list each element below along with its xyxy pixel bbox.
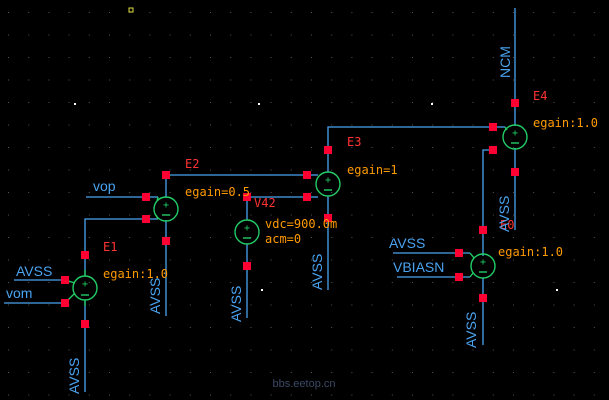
e0-source-symbol[interactable]: +: [469, 252, 496, 279]
net-label-vbiasn[interactable]: VBIASN: [393, 259, 444, 275]
e3-name[interactable]: E3: [347, 135, 361, 149]
pin-19[interactable]: [455, 273, 463, 281]
pin-18[interactable]: [455, 249, 463, 257]
pin-11[interactable]: [303, 193, 311, 201]
pin-17[interactable]: [511, 168, 519, 176]
pin-4[interactable]: [142, 193, 150, 201]
e1-param[interactable]: egain:1.0: [103, 267, 168, 281]
pin-6[interactable]: [162, 171, 170, 179]
instance-labels: E1 egain:1.0 E2 egain=0.5 V42 vdc=900.0m…: [103, 89, 598, 281]
v42-param-vdc[interactable]: vdc=900.0m: [265, 217, 337, 231]
net-label-avss-e1-bottom[interactable]: AVSS: [66, 358, 82, 394]
svg-text:+: +: [244, 223, 250, 234]
e0-name[interactable]: E0: [500, 218, 514, 232]
pin-9[interactable]: [243, 262, 251, 270]
pin-20[interactable]: [479, 226, 487, 234]
e3-source-symbol[interactable]: +: [315, 171, 341, 197]
pin-8[interactable]: [243, 193, 251, 201]
wire-e1-to-e2[interactable]: [84, 218, 146, 255]
wire-e3-to-e4[interactable]: [327, 126, 493, 150]
pin-10[interactable]: [303, 171, 311, 179]
pin-3[interactable]: [81, 320, 89, 328]
pin-14[interactable]: [489, 123, 497, 131]
v42-source-symbol[interactable]: +: [234, 219, 260, 245]
e4-source-symbol[interactable]: +: [502, 124, 528, 150]
net-label-avss-e3[interactable]: AVSS: [309, 254, 325, 290]
e4-param[interactable]: egain:1.0: [533, 116, 598, 130]
pin-21[interactable]: [479, 294, 487, 302]
pin-2[interactable]: [81, 251, 89, 259]
svg-text:+: +: [325, 175, 331, 186]
e1-source-symbol[interactable]: +: [64, 270, 98, 306]
v42-name[interactable]: V42: [254, 196, 276, 210]
svg-text:+: +: [480, 257, 486, 268]
e2-name[interactable]: E2: [185, 157, 199, 171]
pin-7[interactable]: [162, 237, 170, 245]
e1-name[interactable]: E1: [103, 240, 117, 254]
pin-1[interactable]: [61, 299, 69, 307]
e4-name[interactable]: E4: [533, 89, 547, 103]
e2-param[interactable]: egain=0.5: [185, 185, 250, 199]
net-label-ncm[interactable]: NCM: [497, 46, 513, 78]
e2-source-symbol[interactable]: +: [153, 196, 179, 222]
net-label-avss-e0[interactable]: AVSS: [389, 235, 425, 251]
pin-12[interactable]: [324, 146, 332, 154]
origin-marker: [128, 7, 134, 13]
net-labels: AVSS vom vop AVSS VBIASN AVSS AVSS AVSS …: [6, 46, 513, 394]
svg-text:+: +: [163, 200, 169, 211]
components: + + + + + +: [64, 124, 528, 306]
svg-text:+: +: [82, 279, 88, 290]
pin-5[interactable]: [142, 215, 150, 223]
pin-0[interactable]: [61, 276, 69, 284]
e0-param[interactable]: egain:1.0: [498, 245, 563, 259]
wire-e4-in2[interactable]: [482, 149, 493, 230]
net-label-avss-e2[interactable]: AVSS: [147, 278, 163, 314]
net-label-vom[interactable]: vom: [6, 285, 32, 301]
net-label-avss-v42[interactable]: AVSS: [228, 286, 244, 322]
pin-13[interactable]: [324, 214, 332, 222]
e3-param[interactable]: egain=1: [347, 163, 398, 177]
net-label-avss-e4[interactable]: AVSS: [496, 196, 512, 232]
net-label-avss-e1[interactable]: AVSS: [16, 263, 52, 279]
wires: [4, 8, 516, 392]
watermark: bbs.eetop.cn: [273, 378, 336, 390]
pins: [61, 99, 519, 328]
svg-text:+: +: [512, 128, 518, 139]
pin-16[interactable]: [511, 99, 519, 107]
net-label-avss-e0[interactable]: AVSS: [463, 312, 479, 348]
net-label-vop[interactable]: vop: [93, 178, 116, 194]
v42-param-acm[interactable]: acm=0: [265, 232, 301, 246]
pin-15[interactable]: [489, 146, 497, 154]
grid-dots: [8, 12, 595, 396]
